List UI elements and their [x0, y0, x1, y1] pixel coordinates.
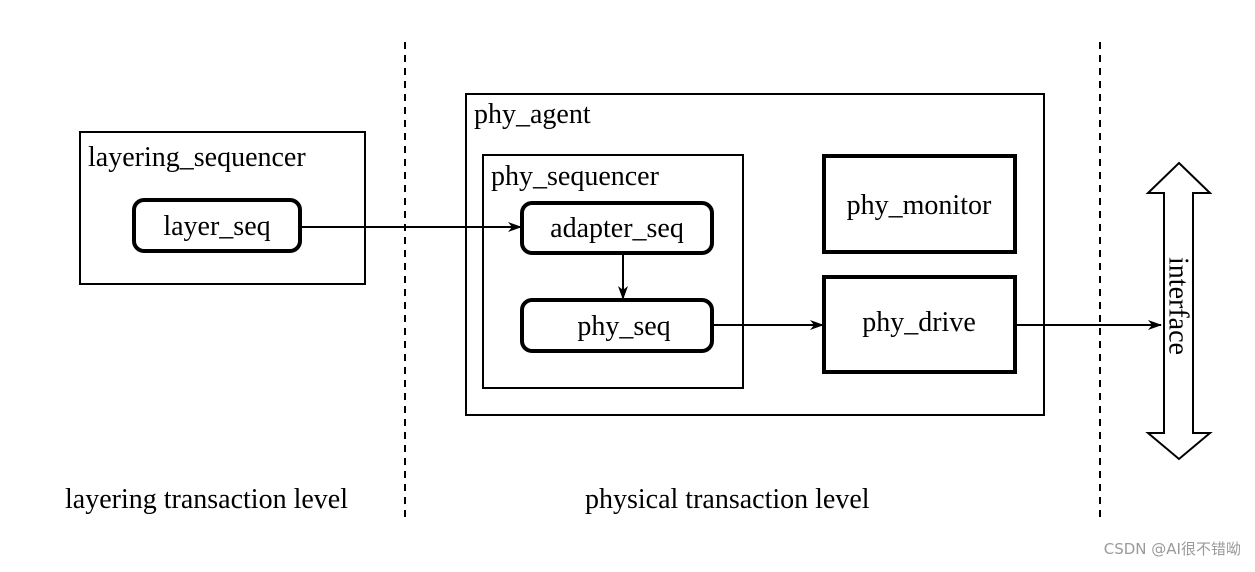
phy-monitor-box	[822, 154, 1017, 254]
phy-agent-label: phy_agent	[474, 99, 591, 130]
interface-label: interface	[1163, 257, 1194, 355]
layering-sequencer-label: layering_sequencer	[88, 142, 306, 173]
physical-transaction-level-label: physical transaction level	[585, 484, 870, 515]
phy-agent-box	[465, 93, 1045, 416]
watermark-text: CSDN @AI很不错呦	[1103, 540, 1241, 558]
layering-sequencer-box	[79, 131, 366, 285]
phy-sequencer-label: phy_sequencer	[491, 161, 660, 192]
adapter-seq-box	[520, 201, 714, 255]
phy-sequencer-box	[482, 154, 744, 389]
layer-seq-label: layer_seq	[163, 211, 270, 242]
layering-transaction-level-label: layering transaction level	[65, 484, 348, 515]
adapter-seq-label: adapter_seq	[550, 213, 684, 244]
phy-seq-label: phy_seq	[577, 311, 670, 342]
layer-seq-box	[132, 198, 302, 253]
interface-double-arrow	[1145, 161, 1213, 461]
phy-drive-label: phy_drive	[862, 307, 976, 338]
phy-monitor-label: phy_monitor	[847, 190, 992, 221]
